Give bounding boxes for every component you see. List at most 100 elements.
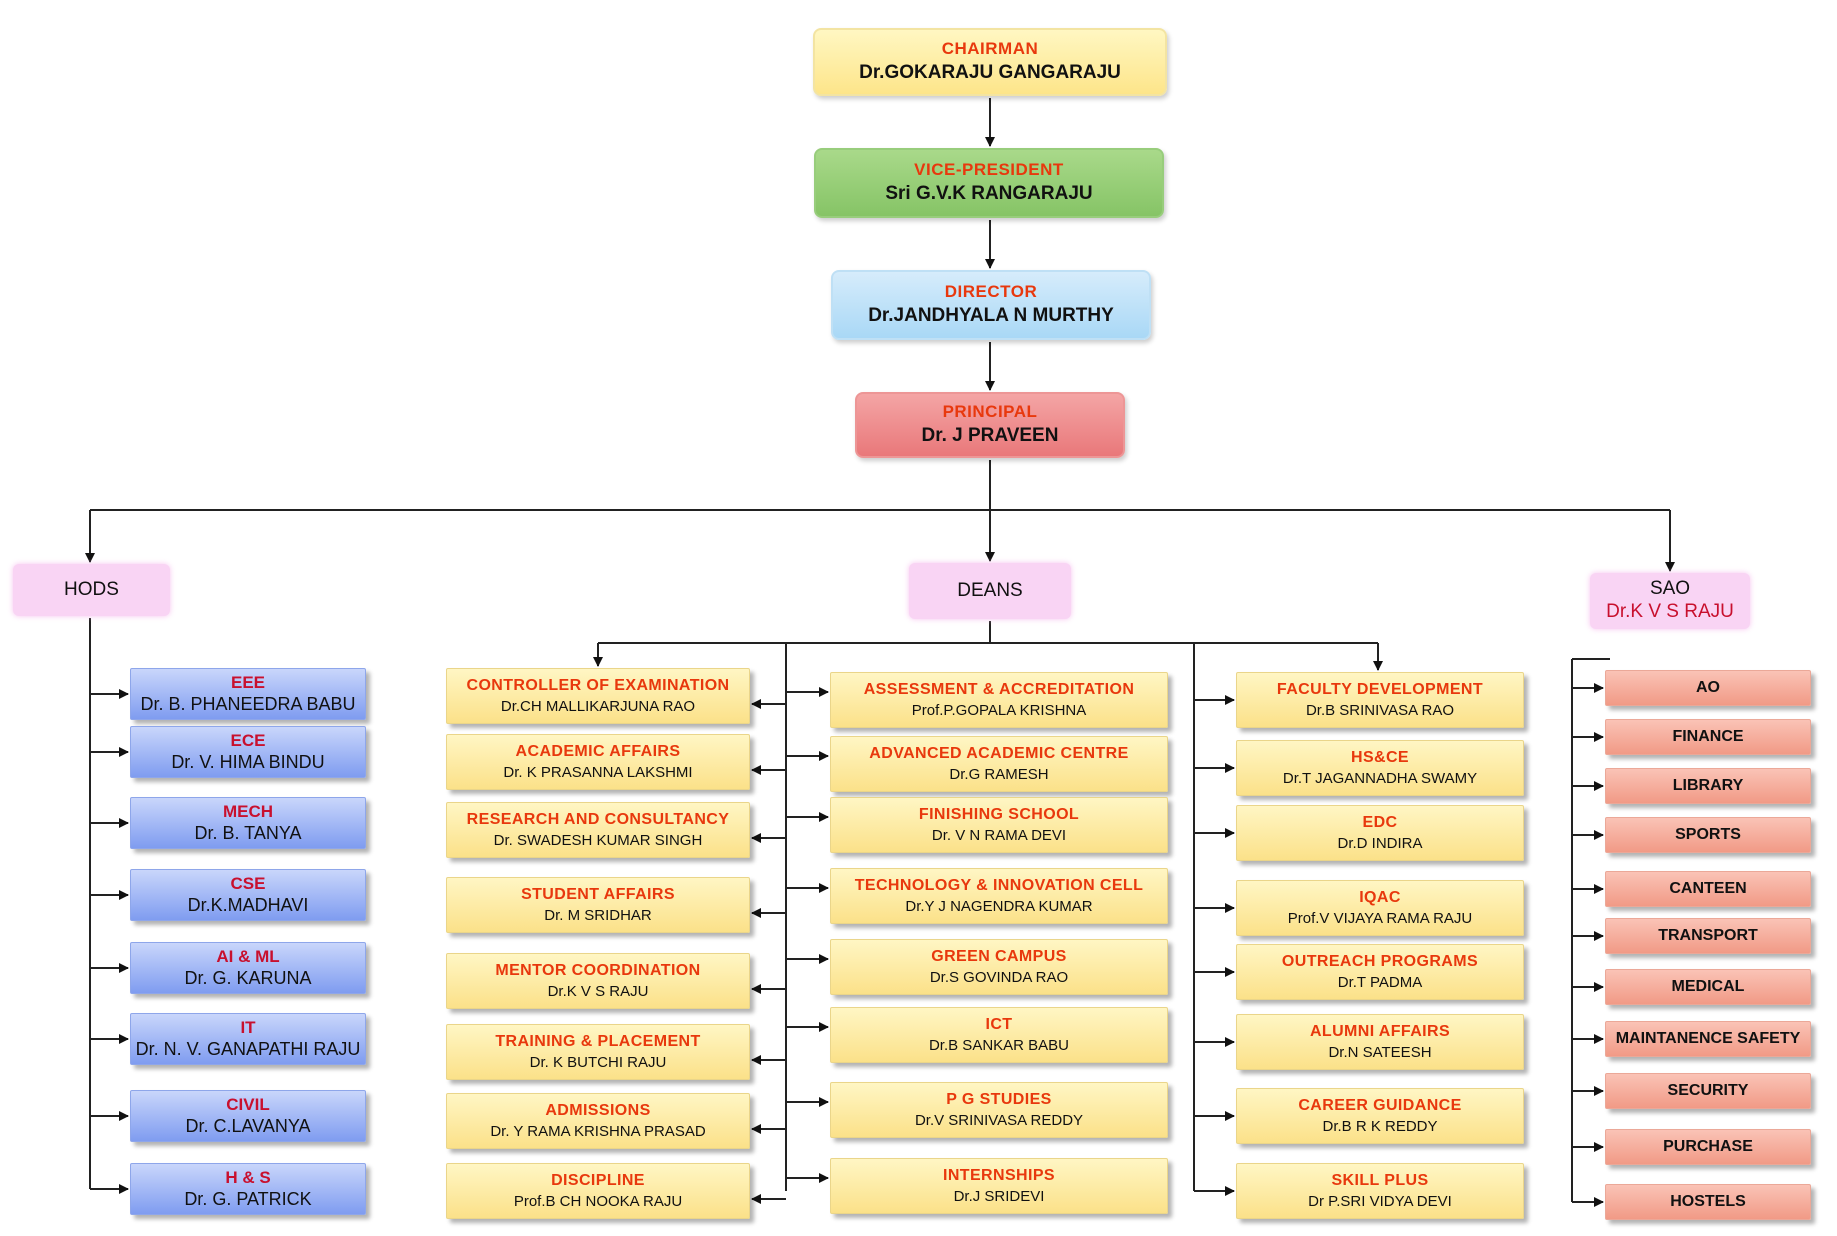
dean-name: Prof.B CH NOOKA RAJU bbox=[513, 1192, 683, 1210]
sao-unit-label: PURCHASE bbox=[1663, 1138, 1753, 1156]
sao-unit-box: FINANCE bbox=[1605, 719, 1811, 755]
dean-title: TRAINING & PLACEMENT bbox=[495, 1033, 701, 1051]
dean-name: Dr.Y J NAGENDRA KUMAR bbox=[905, 897, 1093, 915]
dean-title: ICT bbox=[985, 1016, 1013, 1034]
hods-box: HODS bbox=[13, 564, 170, 616]
hod-title: EEE bbox=[230, 672, 266, 692]
sao-unit-box: MAINTANENCE SAFETY bbox=[1605, 1021, 1811, 1057]
chairman-name: Dr.GOKARAJU GANGARAJU bbox=[859, 62, 1121, 84]
dean-title: ALUMNI AFFAIRS bbox=[1309, 1023, 1451, 1041]
dean-name: Dr.S GOVINDA RAO bbox=[929, 968, 1069, 986]
dean-name: Dr.K V S RAJU bbox=[547, 982, 649, 1000]
dean-name: Dr.CH MALLIKARJUNA RAO bbox=[500, 697, 696, 715]
dean-name: Dr. M SRIDHAR bbox=[544, 906, 652, 924]
dean-name: Dr.B SRINIVASA RAO bbox=[1305, 701, 1455, 719]
dean-title: HS&CE bbox=[1350, 749, 1409, 767]
dean-title: DISCIPLINE bbox=[551, 1172, 645, 1190]
dean-title: EDC bbox=[1362, 814, 1398, 832]
sao-unit-box: TRANSPORT bbox=[1605, 918, 1811, 954]
dean-title: ADMISSIONS bbox=[545, 1102, 651, 1120]
dean-title: CONTROLLER OF EXAMINATION bbox=[466, 677, 730, 695]
dean-box: ADMISSIONS Dr. Y RAMA KRISHNA PRASAD bbox=[446, 1093, 750, 1149]
sao-unit-box: HOSTELS bbox=[1605, 1184, 1811, 1220]
director-role: DIRECTOR bbox=[944, 281, 1038, 301]
hod-name: Dr. G. PATRICK bbox=[184, 1188, 312, 1209]
dean-name: Dr.B R K REDDY bbox=[1322, 1117, 1438, 1135]
dean-title: P G STUDIES bbox=[946, 1091, 1052, 1109]
sao-unit-label: TRANSPORT bbox=[1658, 927, 1758, 945]
dean-title: INTERNSHIPS bbox=[943, 1167, 1055, 1185]
dean-title: ACADEMIC AFFAIRS bbox=[515, 743, 681, 761]
dean-box: STUDENT AFFAIRS Dr. M SRIDHAR bbox=[446, 877, 750, 933]
hod-title: IT bbox=[240, 1017, 256, 1037]
dean-name: Dr.G RAMESH bbox=[949, 765, 1049, 783]
hod-title: AI & ML bbox=[216, 946, 280, 966]
dean-name: Dr. V N RAMA DEVI bbox=[931, 826, 1067, 844]
dean-name: Dr.B SANKAR BABU bbox=[928, 1036, 1070, 1054]
dean-name: Dr. K PRASANNA LAKSHMI bbox=[503, 763, 693, 781]
dean-title: RESEARCH AND CONSULTANCY bbox=[466, 811, 730, 829]
hod-title: ECE bbox=[230, 730, 266, 750]
dean-title: ASSESSMENT & ACCREDITATION bbox=[863, 681, 1135, 699]
sao-unit-label: SPORTS bbox=[1675, 826, 1741, 844]
sao-box: SAO Dr.K V S RAJU bbox=[1590, 573, 1750, 629]
director-box: DIRECTOR Dr.JANDHYALA N MURTHY bbox=[831, 270, 1151, 340]
vice-president-box: VICE-PRESIDENT Sri G.V.K RANGARAJU bbox=[814, 148, 1164, 218]
hod-title: H & S bbox=[225, 1167, 271, 1187]
dean-name: Dr. Y RAMA KRISHNA PRASAD bbox=[490, 1122, 706, 1140]
sao-unit-box: MEDICAL bbox=[1605, 969, 1811, 1005]
dean-name: Dr. SWADESH KUMAR SINGH bbox=[493, 831, 703, 849]
sao-unit-label: SECURITY bbox=[1667, 1082, 1749, 1100]
dean-box: CONTROLLER OF EXAMINATION Dr.CH MALLIKARJ… bbox=[446, 668, 750, 724]
dean-box: RESEARCH AND CONSULTANCY Dr. SWADESH KUMA… bbox=[446, 802, 750, 858]
hod-name: Dr. B. TANYA bbox=[194, 822, 302, 843]
dean-title: OUTREACH PROGRAMS bbox=[1281, 953, 1479, 971]
sao-unit-box: SPORTS bbox=[1605, 817, 1811, 853]
sao-unit-label: MEDICAL bbox=[1671, 978, 1745, 996]
hod-name: Dr. B. PHANEEDRA BABU bbox=[140, 693, 356, 714]
dean-title: STUDENT AFFAIRS bbox=[521, 886, 675, 904]
hod-name: Dr. C.LAVANYA bbox=[185, 1115, 311, 1136]
sao-unit-label: FINANCE bbox=[1672, 728, 1744, 746]
dean-box: ICT Dr.B SANKAR BABU bbox=[830, 1007, 1168, 1063]
vice-president-role: VICE-PRESIDENT bbox=[914, 159, 1064, 179]
dean-box: IQAC Prof.V VIJAYA RAMA RAJU bbox=[1236, 880, 1524, 936]
sao-unit-box: SECURITY bbox=[1605, 1073, 1811, 1109]
sao-unit-label: MAINTANENCE SAFETY bbox=[1615, 1030, 1801, 1048]
hod-title: CSE bbox=[230, 873, 266, 893]
deans-label: DEANS bbox=[957, 579, 1023, 601]
hods-label: HODS bbox=[64, 578, 119, 600]
dean-box: TRAINING & PLACEMENT Dr. K BUTCHI RAJU bbox=[446, 1024, 750, 1080]
hod-title: CIVIL bbox=[226, 1094, 270, 1114]
director-name: Dr.JANDHYALA N MURTHY bbox=[868, 305, 1114, 327]
principal-name: Dr. J PRAVEEN bbox=[921, 425, 1059, 447]
sao-unit-label: HOSTELS bbox=[1670, 1193, 1746, 1211]
dean-name: Dr.V SRINIVASA REDDY bbox=[914, 1111, 1084, 1129]
sao-unit-label: LIBRARY bbox=[1672, 777, 1744, 795]
dean-name: Dr. K BUTCHI RAJU bbox=[529, 1053, 667, 1071]
dean-name: Dr.T PADMA bbox=[1337, 973, 1423, 991]
deans-box: DEANS bbox=[909, 563, 1071, 619]
hod-name: Dr. N. V. GANAPATHI RAJU bbox=[135, 1038, 361, 1059]
dean-title: IQAC bbox=[1359, 889, 1401, 907]
dean-title: SKILL PLUS bbox=[1331, 1172, 1429, 1190]
dean-name: Prof.V VIJAYA RAMA RAJU bbox=[1287, 909, 1473, 927]
dean-title: MENTOR COORDINATION bbox=[495, 962, 701, 980]
